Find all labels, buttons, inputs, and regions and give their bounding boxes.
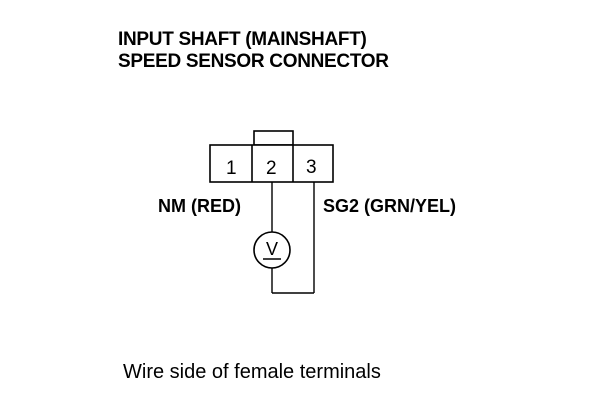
connector-lock-tab	[253, 130, 294, 146]
pin-number-3: 3	[306, 157, 317, 178]
title-line-2: SPEED SENSOR CONNECTOR	[118, 51, 389, 72]
title-line-1: INPUT SHAFT (MAINSHAFT)	[118, 29, 367, 50]
connector-housing	[209, 144, 334, 183]
caption: Wire side of female terminals	[123, 361, 381, 383]
wire-label-left: NM (RED)	[158, 196, 241, 216]
meter-wiring	[271, 182, 315, 294]
connector: 1 2 3	[209, 130, 334, 183]
voltmeter-symbol: V	[266, 239, 278, 259]
voltmeter-icon: V	[253, 231, 291, 269]
wire-label-right: SG2 (GRN/YEL)	[323, 196, 457, 216]
pin-number-2: 2	[266, 158, 277, 179]
pin-number-1: 1	[226, 158, 237, 179]
